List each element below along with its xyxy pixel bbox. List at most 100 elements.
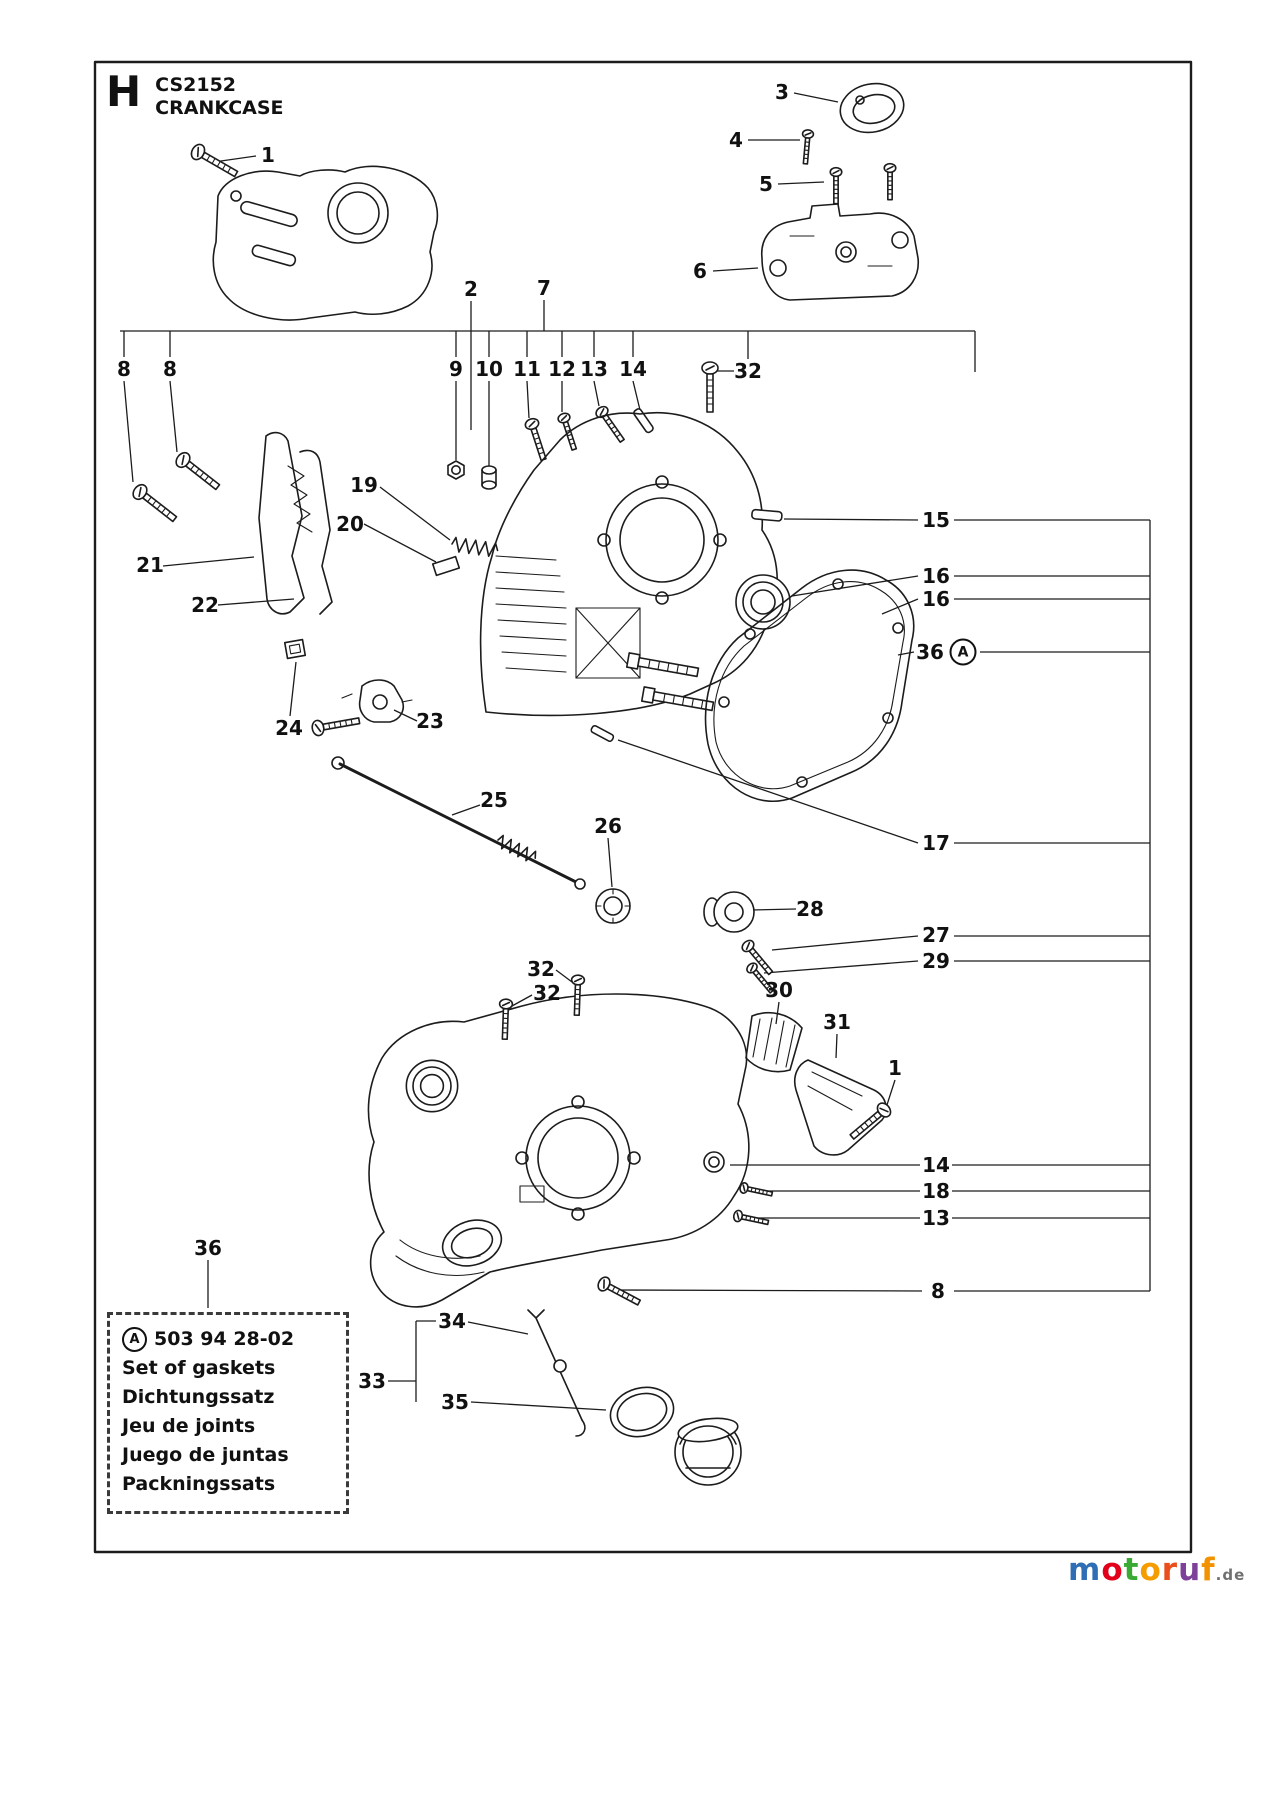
part-6-bracket [762, 204, 919, 300]
gasket-part-number: 503 94 28-02 [154, 1328, 295, 1350]
part-8-screw [172, 449, 224, 495]
page-title: CRANKCASE [155, 97, 284, 119]
logo-letter: f [1201, 1552, 1216, 1588]
callout-16: 16 [922, 564, 950, 588]
callout-24: 24 [275, 716, 303, 740]
part-34-retainer [528, 1310, 585, 1436]
callout-31: 31 [823, 1010, 851, 1034]
part-9-nut [448, 461, 464, 479]
part-5-screw [829, 167, 843, 205]
callout-32: 32 [734, 359, 762, 383]
part-upper-crankcase [481, 413, 778, 716]
callout-2: 2 [464, 277, 478, 301]
callout-18: 18 [922, 1179, 950, 1203]
callout-19: 19 [350, 473, 378, 497]
logo-letter: m [1068, 1552, 1102, 1588]
callout-29: 29 [922, 949, 950, 973]
logo-letter: o [1101, 1552, 1124, 1588]
callout-14: 14 [922, 1153, 950, 1177]
callout-21: 21 [136, 553, 164, 577]
callout-35: 35 [441, 1390, 469, 1414]
callout-8: 8 [931, 1279, 945, 1303]
callout-4: 4 [729, 128, 743, 152]
callout-32: 32 [527, 957, 555, 981]
diagram-border [95, 62, 1191, 1552]
gasket-desc-en: Set of gaskets [122, 1357, 276, 1379]
part-12-screw [556, 411, 581, 452]
part-1b-screw [846, 1099, 895, 1144]
callout-34: 34 [438, 1309, 466, 1333]
callout-28: 28 [796, 897, 824, 921]
callout-30: 30 [765, 978, 793, 1002]
callout-25: 25 [480, 788, 508, 812]
callout-26: 26 [594, 814, 622, 838]
gasket-desc-fr: Jeu de joints [122, 1415, 256, 1437]
callout-17: 17 [922, 831, 950, 855]
part-1-screw [188, 141, 241, 182]
logo-letter: u [1178, 1552, 1202, 1588]
part-guide-plate [213, 166, 437, 320]
motoruf-logo: motoruf.de [1068, 1552, 1245, 1588]
callout-11: 11 [513, 357, 541, 381]
part-33-oil-cap [675, 1415, 741, 1485]
callout-9: 9 [449, 357, 463, 381]
callout-7: 7 [537, 276, 551, 300]
part-21-chain-catcher [259, 433, 332, 614]
part-36-gasket [706, 570, 914, 801]
part-lower-crankcase [368, 994, 748, 1307]
part-32c-screw [497, 998, 514, 1041]
part-28-plug [704, 892, 754, 932]
part-14b-plug [704, 1152, 724, 1172]
callout-23: 23 [416, 709, 444, 733]
part-8c-screw [595, 1274, 644, 1310]
part-32-screw [701, 361, 719, 413]
part-25-rod [332, 757, 585, 889]
part-30-ratchet [746, 1013, 802, 1072]
callout-1: 1 [261, 143, 275, 167]
part-19-spring [450, 536, 500, 559]
callout-36: 36 [194, 1236, 222, 1260]
part-15-stud [750, 508, 784, 523]
logo-letter: o [1139, 1552, 1162, 1588]
diagram-header: H CS2152 CRANKCASE [106, 67, 284, 120]
callout-3: 3 [775, 80, 789, 104]
callout-5: 5 [759, 172, 773, 196]
callout-10: 10 [475, 357, 503, 381]
callout-15: 15 [922, 508, 950, 532]
gasket-desc-es: Juego de juntas [122, 1444, 289, 1466]
gasket-desc-de: Dichtungssatz [122, 1386, 275, 1408]
callout-13: 13 [580, 357, 608, 381]
callout-8: 8 [163, 357, 177, 381]
part-18-screw [738, 1181, 774, 1200]
gasket-box-marker: A [122, 1327, 147, 1352]
logo-letter: t [1123, 1552, 1140, 1588]
part-bolt [640, 685, 715, 715]
part-13-screw [593, 403, 629, 446]
callout-32: 32 [533, 981, 561, 1005]
gasket-set-box: A 503 94 28-02 Set of gaskets Dichtungss… [107, 1312, 349, 1514]
section-letter: H [106, 67, 142, 116]
part-20-block [433, 557, 460, 576]
callout-33: 33 [358, 1369, 386, 1393]
callout-1: 1 [888, 1056, 902, 1080]
part-5b-screw [883, 163, 897, 201]
callout-8: 8 [117, 357, 131, 381]
callout-27: 27 [922, 923, 950, 947]
part-24-clip [285, 640, 306, 659]
callout-12: 12 [548, 357, 576, 381]
callout-13: 13 [922, 1206, 950, 1230]
part-8-screw [129, 481, 181, 527]
gasket-desc-sv: Packningssats [122, 1473, 276, 1495]
callout-14: 14 [619, 357, 647, 381]
part-4-screw [799, 128, 815, 165]
logo-suffix: .de [1215, 1566, 1246, 1584]
callout-22: 22 [191, 593, 219, 617]
part-17-pin [589, 724, 616, 743]
part-bearing-lower [405, 1059, 459, 1113]
part-16-bearing [735, 574, 791, 630]
part-26-cam [596, 889, 630, 923]
part-10-fitting [482, 466, 496, 489]
part-23-tensioner [310, 680, 412, 738]
gasket-set-marker: A [949, 638, 977, 666]
